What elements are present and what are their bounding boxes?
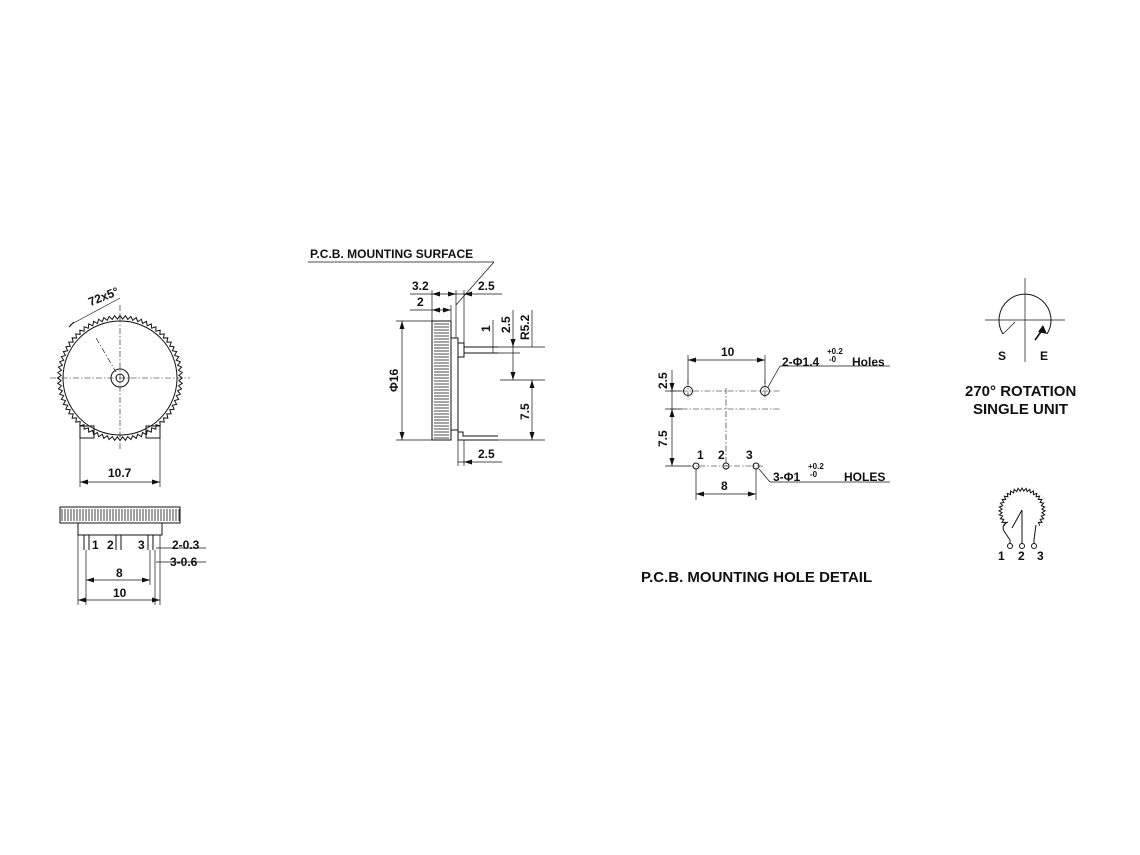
terminal-1-wire bbox=[1002, 521, 1011, 544]
big-tol-minus: -0 bbox=[829, 355, 837, 364]
hole-pin-3: 3 bbox=[746, 448, 753, 462]
terminal-2-dot bbox=[1019, 543, 1025, 549]
shaft-hub bbox=[110, 368, 130, 388]
knurl-label: 72x5° bbox=[86, 284, 121, 309]
pin-3-label: 3 bbox=[138, 538, 145, 552]
wheel-side bbox=[431, 320, 452, 441]
right-foot bbox=[145, 425, 161, 439]
shaft-hole bbox=[115, 373, 125, 383]
dim-7-5: 7.5 bbox=[518, 403, 532, 420]
mounting-surface-label: P.C.B. MOUNTING SURFACE bbox=[310, 247, 473, 261]
upper-terminal-base bbox=[458, 342, 465, 358]
upper-terminal bbox=[464, 346, 498, 354]
dim-2-5-bottom: 2.5 bbox=[478, 447, 495, 461]
hole-detail: 10 2-Φ1.4 +0.2 -0 Holes 2.5 7.5 1 2 3 bbox=[641, 345, 890, 586]
terminal-3-dot bbox=[1031, 543, 1037, 549]
dim-1: 1 bbox=[479, 325, 493, 332]
dim-2-5-vertical: 2.5 bbox=[656, 372, 670, 389]
dim-2-5-v: 2.5 bbox=[499, 316, 513, 333]
schematic-knurl bbox=[997, 486, 1047, 526]
pin-1-label: 1 bbox=[92, 538, 99, 552]
small-tol-plus: +0.2 bbox=[808, 462, 824, 471]
wiper-wire bbox=[1011, 509, 1023, 544]
lower-terminal bbox=[457, 425, 498, 441]
spacing-label: 10 bbox=[721, 345, 735, 359]
dim-2-0-3: 2-0.3 bbox=[172, 538, 200, 552]
terminal-1-dot bbox=[1007, 543, 1013, 549]
total-label: 10 bbox=[113, 586, 127, 600]
dim-2-5-top: 2.5 bbox=[478, 279, 495, 293]
front-view: 72x5° 10.7 bbox=[50, 284, 190, 487]
wheel-edge bbox=[59, 506, 181, 524]
hole-pin-2: 2 bbox=[718, 448, 725, 462]
terminal-hole-2 bbox=[722, 462, 730, 470]
hole-pitch-label: 8 bbox=[721, 479, 728, 493]
wheel-side-knurl bbox=[434, 323, 449, 439]
knurl-edge-lines bbox=[61, 509, 180, 521]
dim-diameter: Φ16 bbox=[387, 368, 401, 392]
surface-leader bbox=[455, 261, 495, 306]
rotation-line-2: SINGLE UNIT bbox=[973, 401, 1068, 418]
rotation-diagram: S E 270° ROTATION SINGLE UNIT bbox=[965, 278, 1076, 418]
small-hole-leader bbox=[758, 468, 771, 483]
housing bbox=[77, 522, 163, 536]
rotation-arc bbox=[998, 293, 1052, 335]
left-foot bbox=[79, 425, 95, 439]
pin-2-label: 2 bbox=[107, 538, 114, 552]
rotation-line-1: 270° ROTATION bbox=[965, 383, 1076, 400]
dim-7-5-vertical: 7.5 bbox=[656, 430, 670, 447]
dim-3-0-6: 3-0.6 bbox=[170, 555, 198, 569]
pin-1-terminal bbox=[83, 535, 90, 550]
housing-side bbox=[451, 337, 459, 431]
pin-2-terminal bbox=[115, 535, 122, 550]
big-hole-leader bbox=[767, 365, 781, 388]
schematic-pin-2: 2 bbox=[1018, 549, 1025, 563]
side-view: P.C.B. MOUNTING SURFACE 3.2 2 2.5 1 bbox=[308, 247, 545, 466]
end-label: E bbox=[1040, 349, 1048, 363]
big-hole-suffix: Holes bbox=[852, 355, 885, 369]
big-tol-plus: +0.2 bbox=[827, 347, 843, 356]
pin-3-terminal bbox=[147, 535, 154, 550]
hole-detail-title: P.C.B. MOUNTING HOLE DETAIL bbox=[641, 569, 872, 586]
small-hole-spec: 3-Φ1 bbox=[773, 470, 801, 484]
terminal-3-wire bbox=[1033, 524, 1037, 544]
knurl-reference-line bbox=[95, 337, 117, 373]
dim-r-5-2: R5.2 bbox=[518, 314, 532, 340]
dim-2: 2 bbox=[417, 295, 424, 309]
dim-3-2: 3.2 bbox=[412, 279, 429, 293]
knurl-leader bbox=[69, 297, 121, 326]
schematic-pin-1: 1 bbox=[998, 549, 1005, 563]
schematic-symbol: 1 2 3 bbox=[997, 486, 1047, 563]
small-tol-minus: -0 bbox=[810, 470, 818, 479]
pitch-label: 8 bbox=[116, 566, 123, 580]
schematic-pin-3: 3 bbox=[1037, 549, 1044, 563]
small-hole-suffix: HOLES bbox=[844, 470, 885, 484]
width-label: 10.7 bbox=[108, 466, 132, 480]
big-hole-spec: 2-Φ1.4 bbox=[782, 355, 820, 369]
knurled-wheel-outline bbox=[56, 314, 184, 442]
hole-pin-1: 1 bbox=[697, 448, 704, 462]
bottom-view: 1 2 3 2-0.3 3-0.6 8 10 bbox=[59, 506, 206, 605]
start-label: S bbox=[998, 349, 1006, 363]
